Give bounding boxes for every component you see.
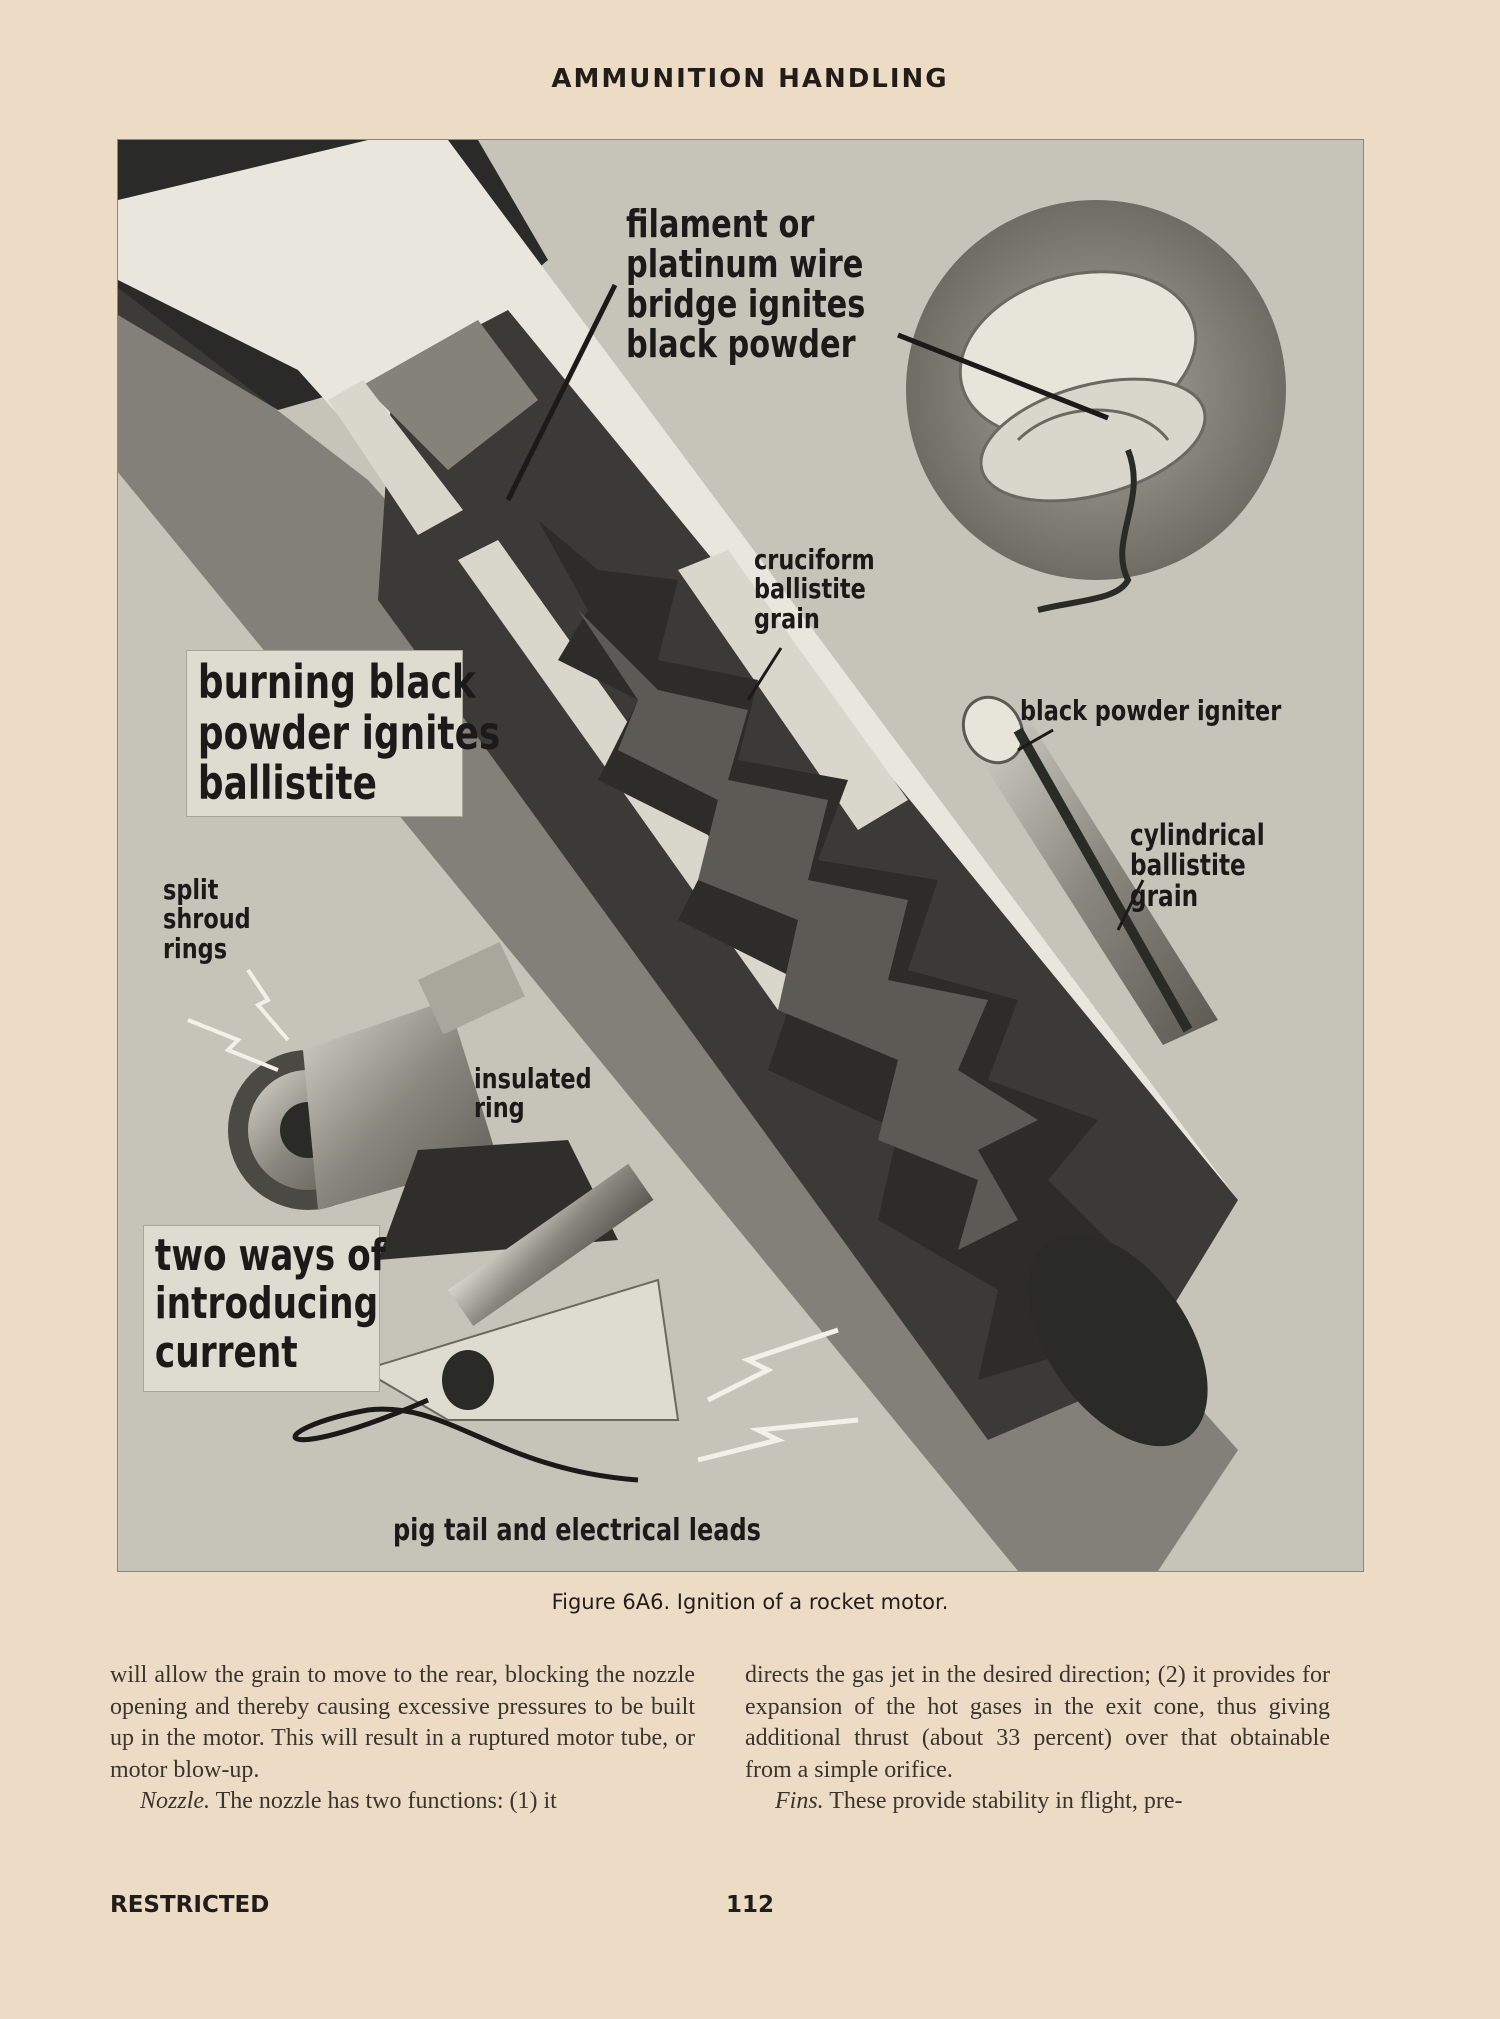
paragraph-fins: Fins. These provide stability in flight,… xyxy=(775,1788,1183,1814)
label-pig-tail: pig tail and electrical leads xyxy=(393,1513,761,1548)
label-insulated-ring: insulated ring xyxy=(474,1062,592,1125)
paragraph: directs the gas jet in the desired direc… xyxy=(745,1662,1330,1783)
rocket-motor-illustration xyxy=(118,140,1286,1571)
paragraph: will allow the grain to move to the rear… xyxy=(110,1662,695,1783)
term-nozzle: Nozzle. xyxy=(140,1788,211,1814)
running-header: AMMUNITION HANDLING xyxy=(551,64,949,94)
label-cylindrical-grain: cylindrical ballistite grain xyxy=(1130,818,1265,913)
page-number: 112 xyxy=(725,1892,774,1918)
label-split-shroud-rings: split shroud rings xyxy=(163,873,251,965)
label-filament: filament or platinum wire bridge ignites… xyxy=(626,202,866,366)
term-fins: Fins. xyxy=(775,1788,824,1814)
label-burning-black-powder: burning black powder ignites ballistite xyxy=(186,650,500,817)
label-two-ways: two ways of introducing current xyxy=(143,1225,386,1392)
figure-caption: Figure 6A6. Ignition of a rocket motor. xyxy=(551,1590,949,1614)
left-column: will allow the grain to move to the rear… xyxy=(110,1660,695,1818)
right-column: directs the gas jet in the desired direc… xyxy=(745,1660,1330,1818)
label-cruciform-grain: cruciform ballistite grain xyxy=(754,543,875,635)
classification-marking: RESTRICTED xyxy=(110,1892,270,1918)
figure-rocket-motor-ignition: filament or platinum wire bridge ignites… xyxy=(117,139,1364,1572)
paragraph-nozzle: Nozzle. The nozzle has two functions: (1… xyxy=(140,1788,557,1814)
label-black-powder-igniter: black powder igniter xyxy=(1020,694,1282,727)
